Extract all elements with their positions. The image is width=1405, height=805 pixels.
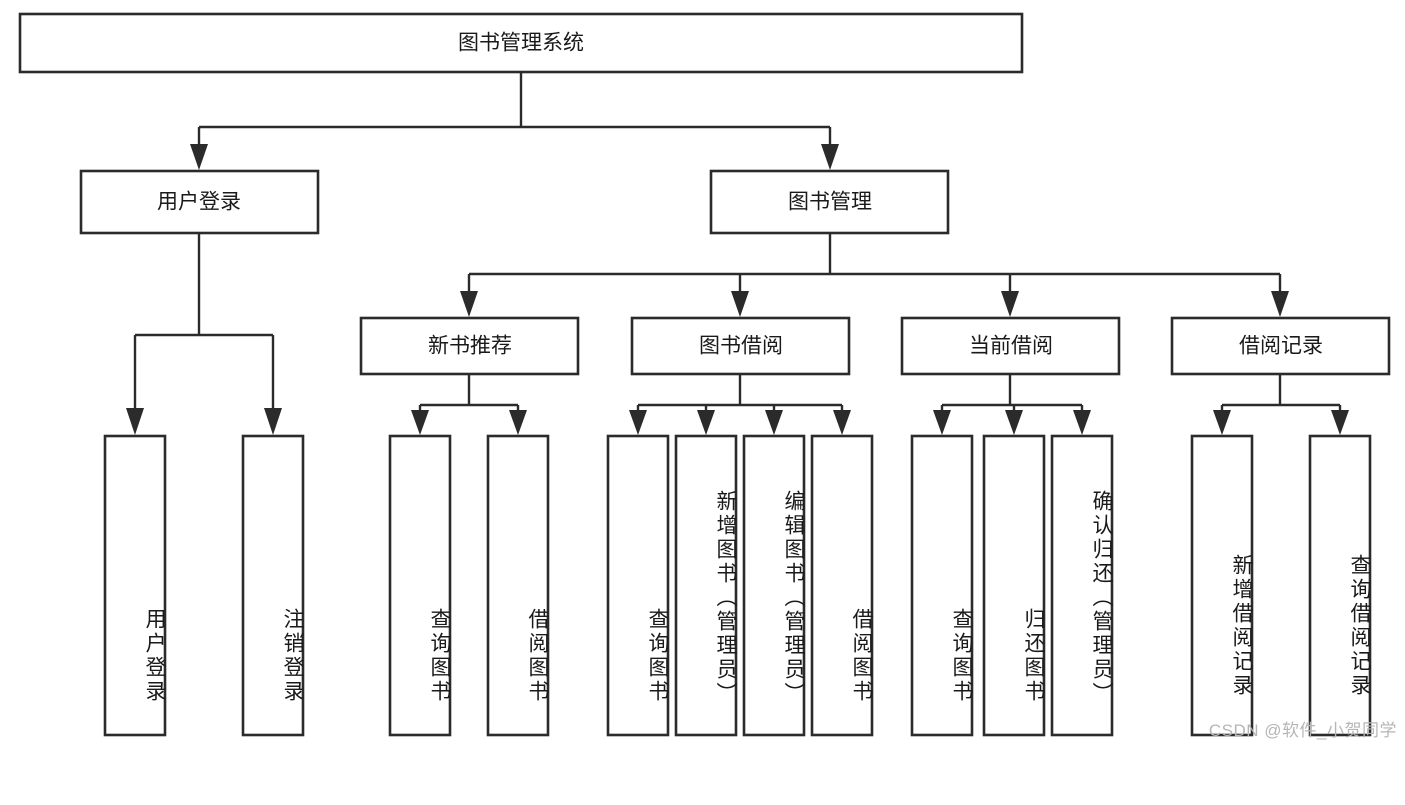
arrow-head-leaf-borrow-book-recommend	[509, 410, 527, 435]
node-label-leaf-add-borrow-record: 新增借阅记录	[1230, 553, 1253, 698]
node-label-leaf-edit-book-admin: 编辑图书（管理员）	[782, 489, 805, 706]
node-label-new-book-recommend: 新书推荐	[428, 335, 512, 358]
arrow-head-leaf-query-borrow-record	[1331, 410, 1349, 435]
arrow-head-current-borrow	[1001, 291, 1019, 317]
node-box-leaf-add-book-admin[interactable]	[674, 434, 738, 737]
node-label-book-borrow: 图书借阅	[699, 335, 783, 358]
node-box-leaf-query-book-current[interactable]	[910, 434, 974, 737]
arrow-head-borrow-record	[1271, 291, 1289, 317]
node-box-root[interactable]	[18, 12, 1024, 74]
node-box-leaf-user-logout[interactable]	[241, 434, 305, 737]
node-label-leaf-query-book-current: 查询图书	[950, 607, 973, 704]
arrow-head-leaf-add-book-admin	[697, 410, 715, 435]
arrow-head-leaf-add-borrow-record	[1213, 410, 1231, 435]
node-label-leaf-borrow-book-recommend: 借阅图书	[526, 607, 549, 704]
node-label-book-management: 图书管理	[788, 191, 872, 214]
node-box-leaf-return-book[interactable]	[982, 434, 1046, 737]
node-label-leaf-return-book: 归还图书	[1022, 607, 1045, 704]
node-box-book-management[interactable]	[709, 169, 950, 235]
node-box-leaf-user-login[interactable]	[103, 434, 167, 737]
arrow-head-leaf-query-book-current	[933, 410, 951, 435]
arrow-head-user-login	[190, 144, 208, 170]
arrow-head-book-management	[821, 144, 839, 170]
arrow-head-leaf-query-book-borrow	[629, 410, 647, 435]
csdn-watermark: CSDN @软件_小贺同学	[1208, 721, 1397, 740]
node-box-leaf-query-book-borrow[interactable]	[606, 434, 670, 737]
node-label-current-borrow: 当前借阅	[969, 335, 1053, 358]
node-label-leaf-add-book-admin: 新增图书（管理员）	[714, 489, 737, 706]
flowchart-canvas: 图书管理系统 用户登录 图书管理 新书推荐 图书借阅 当前借阅 借阅记录	[18, 12, 1391, 737]
node-label-user-login: 用户登录	[157, 191, 241, 214]
node-label-leaf-query-book-recommend: 查询图书	[428, 607, 451, 704]
node-label-leaf-user-login: 用户登录	[143, 607, 166, 704]
node-box-leaf-add-borrow-record[interactable]	[1190, 434, 1254, 737]
node-label-leaf-confirm-return-admin: 确认归还（管理员）	[1090, 489, 1113, 706]
arrow-head-leaf-return-book	[1005, 410, 1023, 435]
node-label-leaf-user-logout: 注销登录	[281, 607, 304, 704]
node-box-leaf-query-borrow-record[interactable]	[1308, 434, 1372, 737]
arrow-head-new-book-recommend	[460, 291, 478, 317]
arrow-head-book-borrow	[731, 291, 749, 317]
arrow-head-leaf-user-logout	[264, 408, 282, 435]
flowchart-diagram: 图书管理系统 用户登录 图书管理 新书推荐 图书借阅 当前借阅 借阅记录	[18, 12, 1397, 740]
node-box-user-login[interactable]	[79, 169, 320, 235]
node-layer: 图书管理系统 用户登录 图书管理 新书推荐 图书借阅 当前借阅 借阅记录	[18, 12, 1391, 737]
node-label-leaf-query-borrow-record: 查询借阅记录	[1348, 553, 1371, 698]
arrow-head-leaf-edit-book-admin	[765, 410, 783, 435]
connector-layer	[126, 72, 1349, 435]
node-box-current-borrow[interactable]	[900, 316, 1121, 376]
node-box-book-borrow[interactable]	[630, 316, 851, 376]
arrow-head-leaf-borrow-book	[833, 410, 851, 435]
node-label-leaf-borrow-book: 借阅图书	[850, 607, 873, 704]
arrow-head-leaf-query-book-recommend	[411, 410, 429, 435]
node-label-borrow-record: 借阅记录	[1239, 335, 1323, 358]
arrow-head-leaf-confirm-return-admin	[1073, 410, 1091, 435]
node-box-leaf-borrow-book[interactable]	[810, 434, 874, 737]
node-box-leaf-edit-book-admin[interactable]	[742, 434, 806, 737]
node-label-root: 图书管理系统	[458, 32, 584, 55]
arrow-head-leaf-user-login	[126, 408, 144, 435]
node-box-borrow-record[interactable]	[1170, 316, 1391, 376]
node-box-leaf-confirm-return-admin[interactable]	[1050, 434, 1114, 737]
node-box-new-book-recommend[interactable]	[359, 316, 580, 376]
node-box-leaf-borrow-book-recommend[interactable]	[486, 434, 550, 737]
node-label-leaf-query-book-borrow: 查询图书	[646, 607, 669, 704]
node-box-leaf-query-book-recommend[interactable]	[388, 434, 452, 737]
